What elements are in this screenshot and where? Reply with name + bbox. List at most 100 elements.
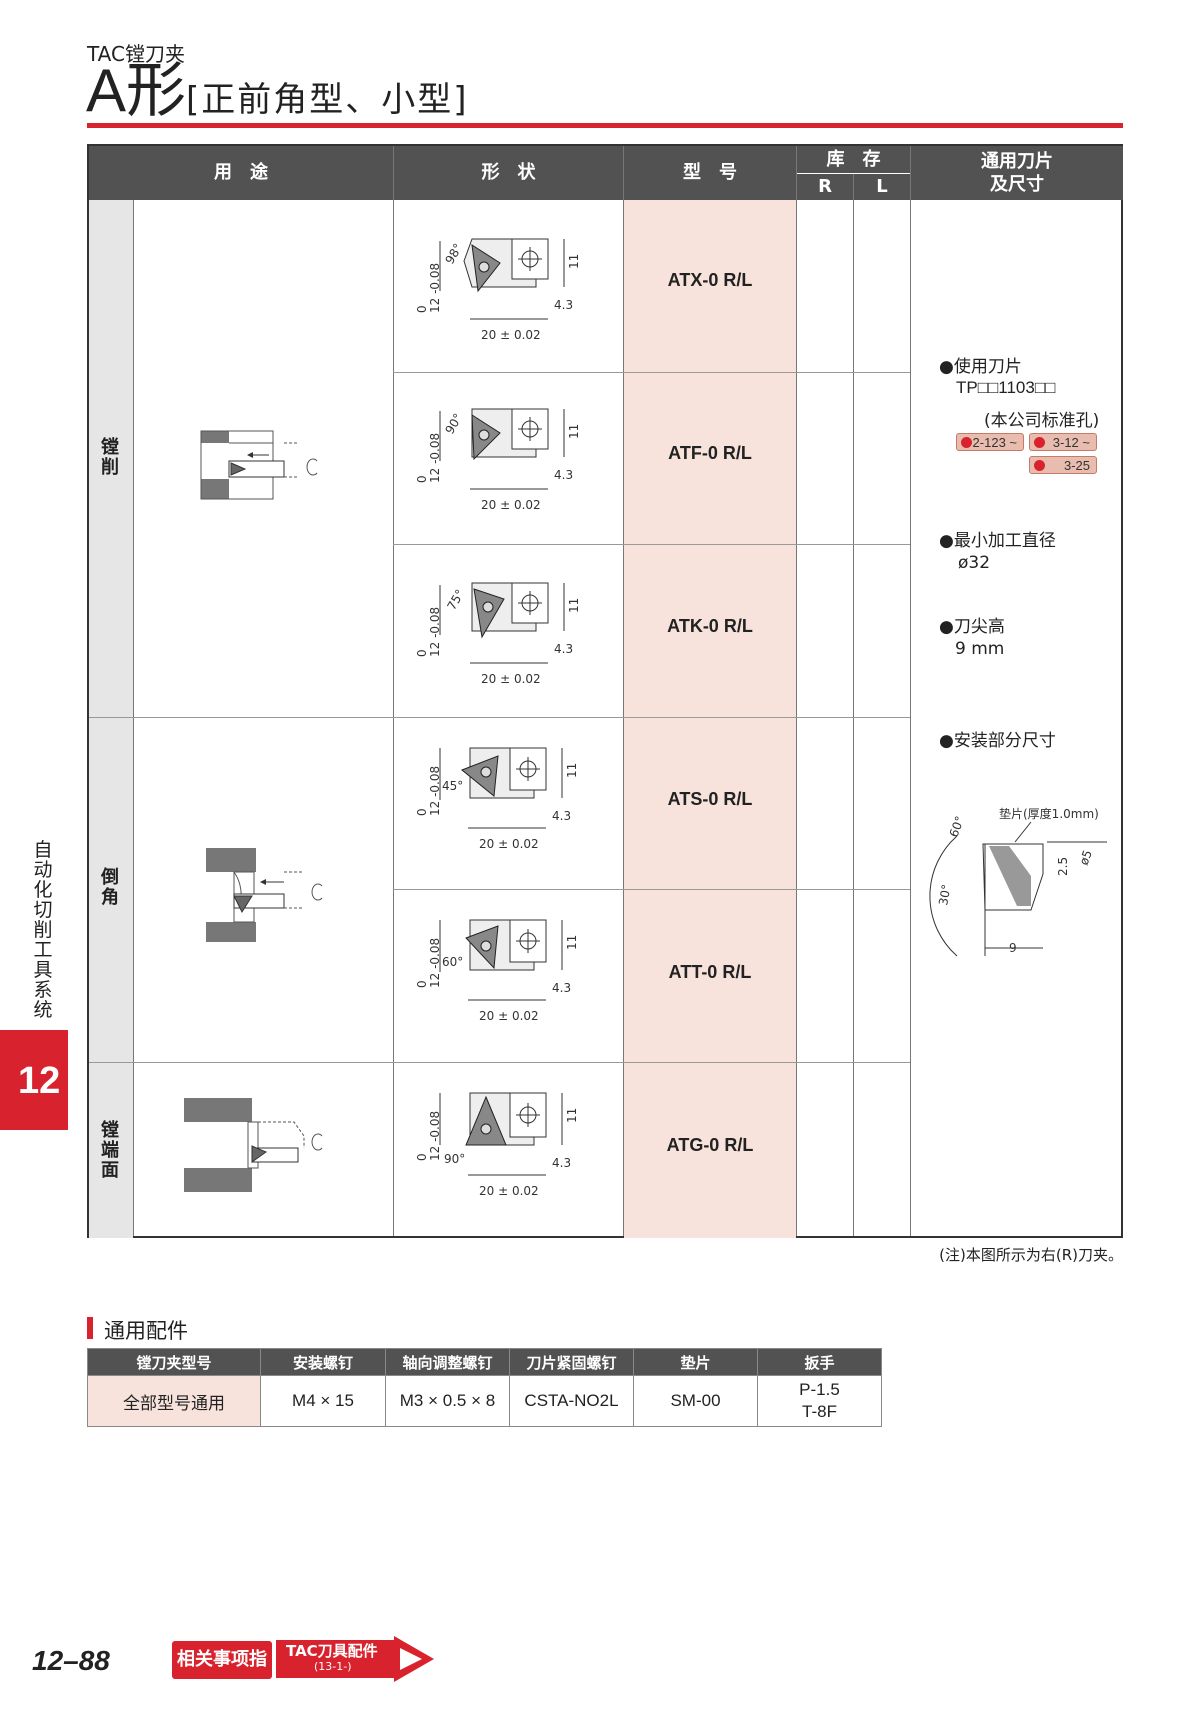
product-table: 用 途 形 状 型 号 库 存 R L 通用刀片 及尺寸 镗削 倒角 镗端面 [87, 144, 1123, 1238]
model-ats: ATS-0 R/L [667, 789, 753, 809]
acc-header: 扳手 [757, 1348, 882, 1376]
tip-height-value: 9 mm [955, 639, 1005, 659]
chapter-badge-shape [0, 1030, 68, 1130]
insert-label: ●使用刀片 [939, 357, 1022, 377]
dim-height: 11 [567, 254, 581, 269]
shape-drawing-atk: 012 -0.08 75° 11 4.3 20 ± 0.02 [415, 582, 581, 686]
dim-height: 11 [567, 598, 581, 613]
dim-9: 9 [1009, 941, 1017, 955]
acc-cell: CSTA-NO2L [509, 1375, 634, 1427]
min-dia-label: ●最小加工直径 [939, 531, 1056, 551]
divider [853, 174, 854, 1236]
header-insert: 通用刀片 及尺寸 [911, 146, 1123, 200]
row-divider [393, 889, 910, 890]
acc-header: 垫片 [633, 1348, 758, 1376]
dim-offset: 4.3 [554, 468, 573, 482]
angle: 98° [442, 241, 465, 266]
insert-note: (本公司标准孔) [984, 411, 1100, 431]
dim-tolerance: 012 -0.08 [415, 607, 442, 657]
dim-height: 11 [565, 763, 579, 778]
ref-link[interactable]: 3-12 ~ [1029, 433, 1097, 451]
title-sub: [正前角型、小型] [186, 80, 469, 120]
chapter-number: 12 [18, 1060, 61, 1102]
acc-cell: P-1.5 T-8F [757, 1375, 882, 1427]
ref-link[interactable]: 3-25 [1029, 456, 1097, 474]
model-column [624, 200, 796, 1238]
link-title: TAC刀具配件 [286, 1642, 378, 1660]
dim-width: 20 ± 0.02 [481, 328, 541, 342]
dim-tolerance: 012 -0.08 [415, 938, 442, 988]
tac-accessory-link[interactable]: TAC刀具配件 (13-1-) [276, 1636, 436, 1682]
model-atk: ATK-0 R/L [667, 616, 753, 636]
model-atg: ATG-0 R/L [666, 1135, 754, 1155]
accessory-table: 镗刀夹型号 安装螺钉 轴向调整螺钉 刀片紧固螺钉 垫片 扳手 全部型号通用 M4… [87, 1348, 882, 1427]
dim-25: 2.5 [1056, 857, 1070, 876]
dim-tolerance: 012 -0.08 [415, 1111, 442, 1161]
divider [393, 146, 394, 1236]
page-subtitle: TAC镗刀夹 [87, 42, 185, 66]
angle: 90° [444, 1152, 465, 1166]
shape-drawing-atx: 012 -0.08 98° 11 4.3 20 ± 0.02 [415, 238, 581, 342]
angle-60: 60° [947, 814, 967, 839]
mount-label: ●安装部分尺寸 [939, 731, 1056, 751]
dim-offset: 4.3 [552, 1156, 571, 1170]
shape-drawing-ats: 012 -0.08 45° 11 4.3 20 ± 0.02 [415, 747, 579, 851]
row-divider [89, 1062, 910, 1063]
accessory-title-bar [87, 1317, 93, 1339]
angle: 75° [444, 587, 467, 612]
divider [910, 146, 911, 1236]
chamfer-usage-illustration [206, 848, 323, 942]
acc-header: 轴向调整螺钉 [385, 1348, 510, 1376]
divider [623, 146, 624, 1236]
dim-tolerance: 012 -0.08 [415, 766, 442, 816]
title-rule [87, 123, 1123, 128]
guide-button[interactable]: 相关事项指南 [172, 1641, 272, 1708]
dim-offset: 4.3 [552, 981, 571, 995]
divider [133, 200, 134, 1236]
dim-height: 11 [565, 1108, 579, 1123]
row-divider [393, 544, 910, 545]
angle: 90° [442, 411, 465, 436]
header-stock-r: R [797, 174, 853, 200]
acc-cell: 全部型号通用 [87, 1375, 261, 1427]
table-note: (注)本图所示为右(R)刀夹。 [939, 1246, 1123, 1264]
dim-width: 20 ± 0.02 [481, 498, 541, 512]
acc-header: 安装螺钉 [260, 1348, 386, 1376]
dim-height: 11 [565, 935, 579, 950]
acc-cell: M3 × 0.5 × 8 [385, 1375, 510, 1427]
shim-label: 垫片(厚度1.0mm) [999, 806, 1099, 821]
link-ref: (13-1-) [314, 1660, 352, 1673]
stock-divider [797, 173, 910, 174]
header-usage: 用 途 [89, 146, 393, 200]
chapter-badge: 12 [0, 1030, 68, 1130]
angle: 45° [442, 779, 463, 793]
dim-width: 20 ± 0.02 [481, 672, 541, 686]
boring-usage-illustration [200, 430, 318, 500]
acc-cell: SM-00 [633, 1375, 758, 1427]
accessory-title: 通用配件 [104, 1319, 188, 1343]
header-stock-l: L [854, 174, 910, 200]
tip-height-label: ●刀尖高 [939, 617, 1005, 637]
shape-drawing-att: 012 -0.08 60° 11 4.3 20 ± 0.02 [415, 919, 579, 1023]
header-model: 型 号 [624, 146, 796, 200]
mount-dimension-drawing: 垫片(厚度1.0mm) 60° 30° 2.5 ø5 9 [929, 806, 1107, 957]
acc-header: 刀片紧固螺钉 [509, 1348, 634, 1376]
ref-link[interactable]: 2-123 ~ [956, 433, 1024, 451]
arrow-shape [276, 1636, 434, 1682]
model-atx: ATX-0 R/L [667, 270, 753, 290]
min-dia-value: ø32 [958, 553, 991, 573]
model-att: ATT-0 R/L [668, 962, 752, 982]
dim-tolerance: 012 -0.08 [415, 263, 442, 313]
dim-width: 20 ± 0.02 [479, 1009, 539, 1023]
acc-cell: M4 × 15 [260, 1375, 386, 1427]
shape-drawing-atg: 012 -0.08 90° 11 4.3 20 ± 0.02 [415, 1092, 579, 1198]
header-stock: 库 存 [797, 146, 910, 173]
header-shape: 形 状 [394, 146, 623, 200]
dim-offset: 4.3 [552, 809, 571, 823]
acc-header: 镗刀夹型号 [87, 1348, 261, 1376]
insert-code: TP□□1103□□ [956, 378, 1056, 397]
dim-tolerance: 012 -0.08 [415, 433, 442, 483]
category-column [89, 200, 133, 1238]
dim-width: 20 ± 0.02 [479, 837, 539, 851]
category-chamfer: 倒角 [101, 867, 119, 908]
